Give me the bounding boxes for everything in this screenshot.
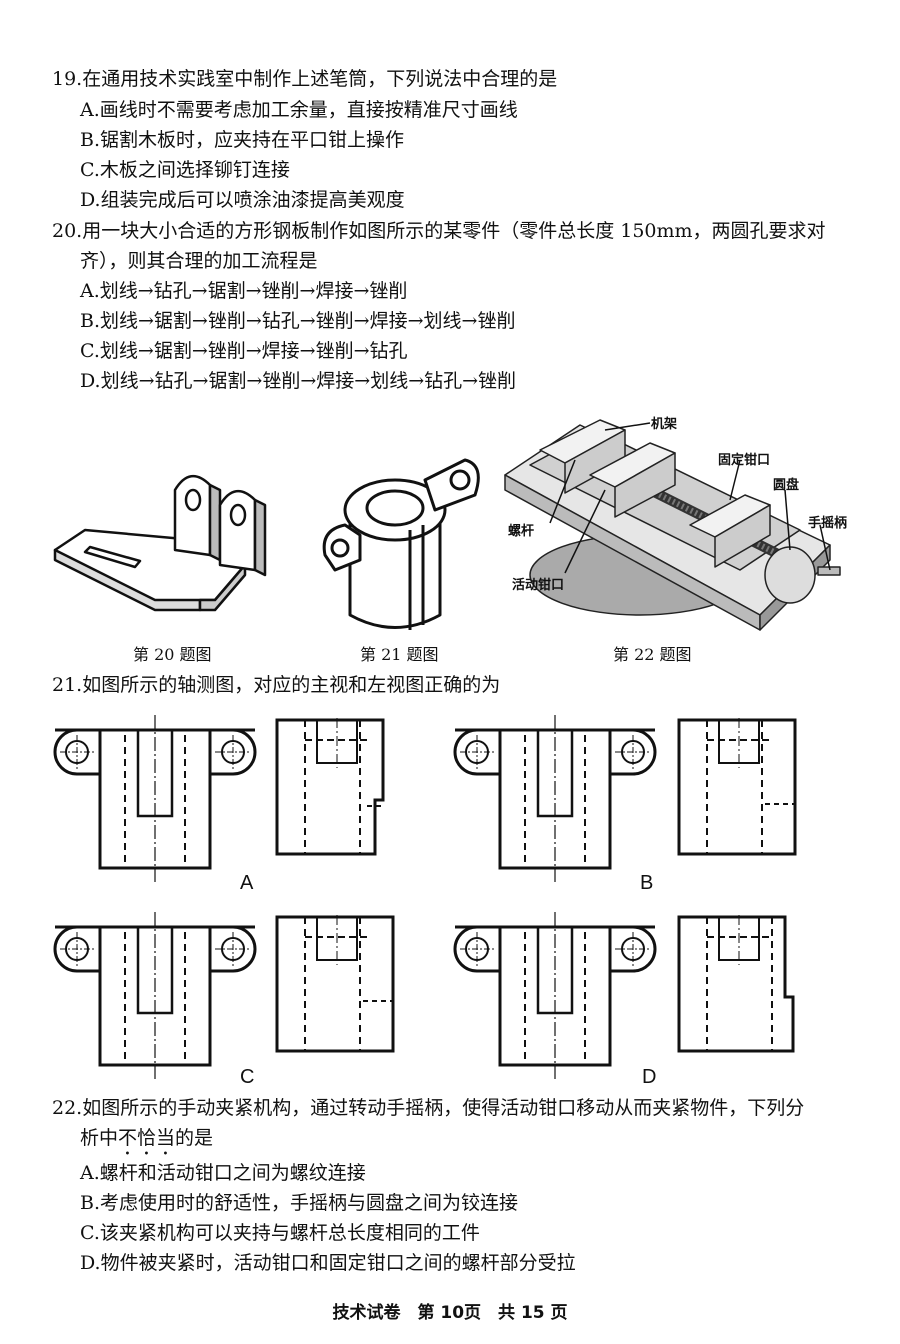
q21-option-c-left-view xyxy=(275,915,395,1053)
vise-label-handle: 手摇柄 xyxy=(808,516,848,531)
q21-option-b-label: B xyxy=(640,872,654,894)
q19-option-c: C.木板之间选择铆钉连接 xyxy=(80,159,290,181)
q20-stem-line1: 20.用一块大小合适的方形钢板制作如图所示的某零件（零件总长度 150mm，两圆… xyxy=(52,220,826,242)
q21-stem: 21.如图所示的轴测图，对应的主视和左视图正确的为 xyxy=(52,674,501,696)
q20-option-a: A.划线→钻孔→锯割→锉削→焊接→锉削 xyxy=(80,280,408,302)
q22-stem-pre: 析中 xyxy=(80,1127,119,1149)
q19-stem: 19.在通用技术实践室中制作上述笔筒，下列说法中合理的是 xyxy=(52,68,558,90)
q22-stem-line2: 析中不恰当的是 xyxy=(80,1125,213,1160)
q21-option-c-front-view xyxy=(53,910,257,1081)
q22-stem-post: 的是 xyxy=(175,1127,214,1149)
vise-label-moving-jaw: 活动钳口 xyxy=(512,578,565,593)
q20-stem-line2: 齐），则其合理的加工流程是 xyxy=(80,250,318,272)
q22-stem-line1: 22.如图所示的手动夹紧机构，通过转动手摇柄，使得活动钳口移动从而夹紧物件，下列… xyxy=(52,1097,805,1119)
q22-option-c: C.该夹紧机构可以夹持与螺杆总长度相同的工件 xyxy=(80,1222,480,1244)
q21-option-b-left-view xyxy=(677,718,797,856)
q21-option-c-label: C xyxy=(240,1066,255,1088)
vise-label-fixed-jaw: 固定钳口 xyxy=(718,453,771,468)
q21-option-a-left-view xyxy=(275,718,385,856)
q21-option-a-label: A xyxy=(240,872,254,894)
q20-bracket-figure xyxy=(53,475,267,612)
q22-figure-caption: 第 22 题图 xyxy=(613,645,692,664)
q22-stem-emphasis: 不恰当 xyxy=(118,1127,176,1149)
q20-option-b: B.划线→锯割→锉削→钻孔→锉削→焊接→划线→锉削 xyxy=(80,310,516,332)
vise-label-frame: 机架 xyxy=(651,417,678,432)
q21-clamp-figure xyxy=(322,458,480,630)
q22-option-a: A.螺杆和活动钳口之间为螺纹连接 xyxy=(80,1162,366,1184)
q19-option-b: B.锯割木板时，应夹持在平口钳上操作 xyxy=(80,129,405,151)
q21-option-a-front-view xyxy=(53,713,257,884)
q19-option-d: D.组装完成后可以喷涂油漆提高美观度 xyxy=(80,189,405,211)
q20-figure-caption: 第 20 题图 xyxy=(133,645,212,664)
vise-label-screw: 螺杆 xyxy=(508,524,535,539)
q21-option-d-left-view xyxy=(677,915,795,1053)
vise-label-disc: 圆盘 xyxy=(773,478,800,493)
q20-option-c: C.划线→锯割→锉削→焊接→锉削→钻孔 xyxy=(80,340,408,362)
q22-option-b: B.考虑使用时的舒适性，手摇柄与圆盘之间为铰连接 xyxy=(80,1192,519,1214)
q21-option-d-label: D xyxy=(642,1066,657,1088)
q21-option-d-front-view xyxy=(453,910,657,1081)
q19-option-a: A.画线时不需要考虑加工余量，直接按精准尺寸画线 xyxy=(80,99,518,121)
q21-figure-caption: 第 21 题图 xyxy=(360,645,439,664)
q22-option-d: D.物件被夹紧时，活动钳口和固定钳口之间的螺杆部分受拉 xyxy=(80,1252,576,1274)
q22-vise-figure xyxy=(504,419,841,631)
q21-option-b-front-view xyxy=(453,713,657,884)
q20-option-d: D.划线→钻孔→锯割→锉削→焊接→划线→钻孔→锉削 xyxy=(80,370,517,392)
page-footer: 技术试卷 第 10页 共 15 页 xyxy=(332,1303,568,1323)
